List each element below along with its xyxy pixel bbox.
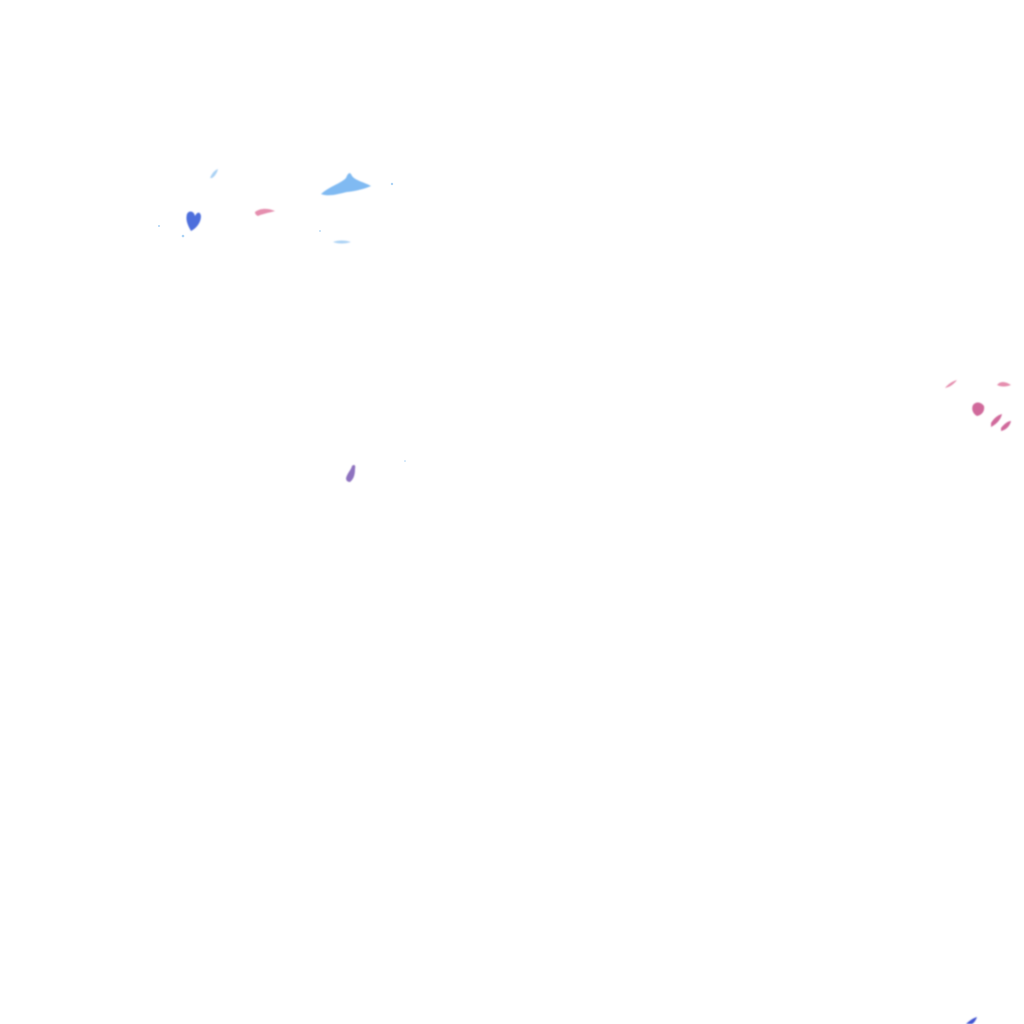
pale-blue-dash [333, 240, 351, 244]
tiny-pale-dot [181, 234, 185, 238]
magenta-speck [972, 402, 985, 416]
pink-speck [255, 208, 275, 216]
light-blue-speck [321, 173, 371, 196]
magenta-speck [1001, 421, 1011, 431]
violet-speck [346, 465, 356, 482]
pink-speck [997, 382, 1011, 387]
tiny-pale-dot [319, 230, 321, 232]
tiny-pale-dot [390, 182, 394, 186]
royal-blue-speck [186, 211, 201, 231]
pink-speck [945, 380, 957, 388]
tiny-pale-dot [404, 460, 406, 462]
magenta-speck [991, 414, 1002, 427]
pale-blue-speck [210, 169, 218, 178]
tiny-pale-dot [158, 225, 160, 227]
deep-blue-speck [966, 1017, 977, 1024]
